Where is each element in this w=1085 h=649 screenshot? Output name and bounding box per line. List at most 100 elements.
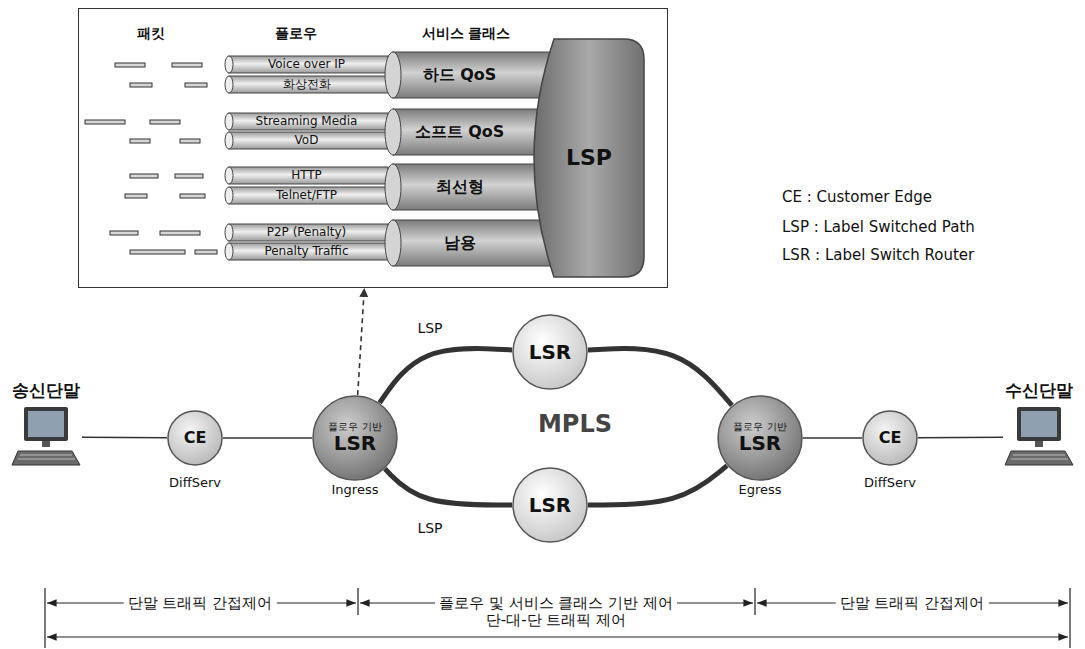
receiver-terminal-outline — [1003, 405, 1075, 469]
service-class-cylinder-text: 최선형 — [436, 178, 484, 196]
flow-pipe: HTTP — [225, 167, 388, 184]
ingress-lsr-text: Ingress — [332, 483, 379, 498]
flow-pipe-body — [229, 187, 388, 204]
flow-pipe-text: Voice over IP — [268, 58, 345, 72]
screen — [1021, 411, 1057, 437]
packet — [150, 120, 180, 124]
service-class-cylinder-end — [385, 164, 401, 210]
control-range-label: 플로우 및 서비스 클래스 기반 제어 — [435, 594, 677, 612]
ingress-lsr: 플로우 기반LSRIngress — [312, 395, 398, 481]
lsp-path — [385, 469, 512, 505]
packet — [175, 174, 203, 178]
keyboard — [12, 451, 80, 465]
flow-pipe: 화상전화 — [225, 76, 388, 93]
packet — [130, 250, 185, 254]
flow-pipe-text: Telnet/FTP — [276, 189, 337, 203]
monitor-stand — [1035, 441, 1043, 447]
flow-pipe: VoD — [225, 132, 388, 149]
lsp-bundle: LSP — [519, 39, 644, 277]
link-line — [82, 436, 167, 438]
packet — [115, 63, 145, 67]
packet — [125, 194, 147, 198]
receiver-terminal-text: 수신단말 — [1005, 381, 1073, 401]
flow-pipe-body — [229, 56, 388, 73]
egress-lsr: 플로우 기반LSREgress — [717, 395, 803, 481]
core-lsr: LSR — [512, 314, 588, 390]
packet — [160, 231, 200, 235]
computer-icon — [12, 407, 80, 465]
flow-pipe-end — [225, 113, 233, 130]
flow-class-panel-text: 플로우 — [275, 25, 317, 41]
link-line — [803, 437, 862, 439]
core-lsr-text: LSR — [529, 494, 572, 517]
ingress-lsr-circle — [313, 396, 397, 480]
packet — [130, 83, 152, 87]
flow-pipe-body — [229, 113, 388, 130]
range-tick — [44, 588, 45, 648]
monitor-stand — [42, 441, 50, 447]
service-class-cylinder-end — [385, 220, 401, 266]
abbreviation-note: LSP : Label Switched Path — [778, 218, 979, 236]
ingress-lsr-text: LSR — [334, 432, 377, 455]
egress-lsr-text: Egress — [738, 483, 781, 498]
screen — [28, 411, 64, 437]
packet — [110, 231, 138, 235]
service-class-cylinder-text: 하드 QoS — [423, 66, 497, 84]
control-range-label: 단말 트래픽 간접제어 — [124, 594, 277, 612]
flow-pipe-end — [225, 224, 233, 241]
lsp-path — [588, 348, 732, 405]
flow-pipe-body — [229, 224, 388, 241]
packet — [195, 250, 217, 254]
edge-label: LSP — [413, 520, 446, 537]
core-lsr-circle — [513, 315, 587, 389]
mpls-cloud-text: MPLS — [538, 411, 612, 439]
receiver-terminal: 수신단말 — [1003, 405, 1075, 469]
monitor — [1017, 407, 1061, 441]
flow-pipe: Telnet/FTP — [225, 187, 388, 204]
flow-pipe-body — [229, 243, 388, 260]
flow-pipe-end — [225, 243, 233, 260]
control-range-label: 단-대-단 트래픽 제어 — [482, 611, 630, 629]
packet — [185, 83, 207, 87]
detail-pointer — [358, 288, 365, 395]
service-class-cylinder-text: 남용 — [444, 234, 476, 252]
sender-terminal-text: 송신단말 — [12, 381, 80, 401]
customer-edge-router-circle — [168, 411, 222, 465]
packet — [85, 120, 125, 124]
flow-pipe-text: VoD — [295, 134, 319, 148]
lsp-bundle-text: LSP — [566, 145, 612, 170]
control-range-label: 단말 트래픽 간접제어 — [836, 594, 989, 612]
flow-class-panel-text: 패킷 — [137, 25, 165, 41]
flow-pipe-end — [225, 187, 233, 204]
packet — [180, 139, 200, 143]
flow-pipe-body — [229, 76, 388, 93]
flow-pipe-end — [225, 56, 233, 73]
range-arrow — [47, 636, 1068, 637]
monitor — [24, 407, 68, 441]
customer-edge-router-text: DiffServ — [169, 476, 221, 491]
service-class-cylinder: 하드 QoS — [385, 52, 560, 98]
flow-pipe: Streaming Media — [225, 113, 388, 130]
flow-pipe: Voice over IP — [225, 56, 388, 73]
flow-class-panel-text: 서비스 클래스 — [422, 25, 511, 41]
packet — [130, 139, 150, 143]
computer-icon — [1005, 407, 1073, 465]
egress-lsr-text: LSR — [739, 432, 782, 455]
sender-terminal-outline — [10, 405, 82, 469]
service-class-cylinder: 남용 — [385, 220, 560, 266]
customer-edge-router-circle — [863, 411, 917, 465]
service-class-cylinder-end — [385, 109, 401, 155]
flow-pipe-end — [225, 132, 233, 149]
flow-pipe-body — [229, 167, 388, 184]
core-lsr: LSR — [512, 467, 588, 543]
flow-pipe-text: HTTP — [291, 169, 322, 183]
range-tick — [357, 588, 358, 615]
abbreviation-note: CE : Customer Edge — [778, 188, 936, 206]
flow-class-panel: 패킷 플로우 서비스 클래스 Voice over IP 화상전화 하드 QoS Strea… — [78, 8, 668, 288]
customer-edge-router: CEDiffServ — [167, 410, 223, 466]
customer-edge-router-text: CE — [184, 429, 207, 447]
flow-pipe-text: P2P (Penalty) — [267, 226, 347, 240]
link-line — [918, 436, 1003, 438]
service-class-cylinder-body — [393, 52, 560, 98]
core-lsr-text: LSR — [529, 341, 572, 364]
